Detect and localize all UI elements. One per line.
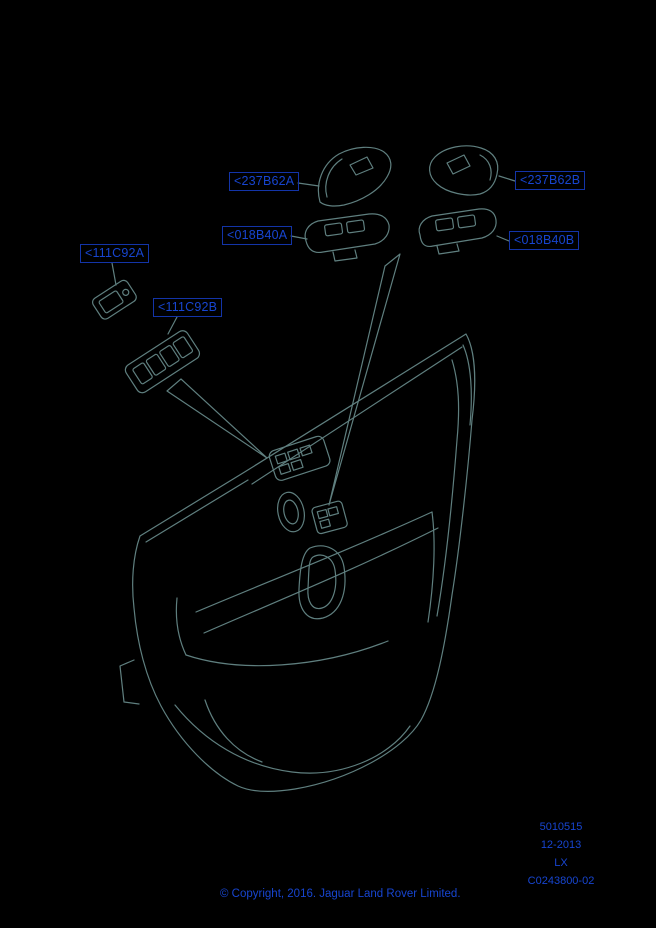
part-label-018B40B[interactable]: <018B40B xyxy=(509,231,580,250)
part-237B62B-drawing xyxy=(429,145,499,196)
part-111C92B-drawing xyxy=(124,330,201,394)
drawing-date: 12-2013 xyxy=(540,839,582,851)
door-switch-cluster-1 xyxy=(268,435,331,481)
drawing-info-block: 5010515 12-2013 LX C0243800-02 xyxy=(513,818,609,890)
part-label-018B40A[interactable]: <018B40A xyxy=(222,226,293,245)
copyright-text: © Copyright, 2016. Jaguar Land Rover Lim… xyxy=(220,888,461,900)
door-switch-cluster-2 xyxy=(311,500,348,535)
part-111C92A-drawing xyxy=(92,279,137,320)
pointer-wedges xyxy=(166,253,401,506)
part-label-237B62B[interactable]: <237B62B xyxy=(515,171,586,190)
part-label-111C92B[interactable]: <111C92B xyxy=(153,298,223,317)
model-code: LX xyxy=(554,857,568,869)
sheet-number: 5010515 xyxy=(539,821,583,833)
door-pull-drawing xyxy=(298,545,346,620)
drawing-code: C0243800-02 xyxy=(527,875,595,887)
leader-lines xyxy=(111,175,516,335)
door-panel-drawing xyxy=(119,333,476,792)
tweeter-drawing xyxy=(277,491,305,533)
part-label-111C92A[interactable]: <111C92A xyxy=(80,244,150,263)
part-237B62A-drawing xyxy=(317,146,392,207)
part-label-237B62A[interactable]: <237B62A xyxy=(229,172,300,191)
part-018B40A-drawing xyxy=(304,213,390,262)
part-018B40B-drawing xyxy=(418,208,497,255)
